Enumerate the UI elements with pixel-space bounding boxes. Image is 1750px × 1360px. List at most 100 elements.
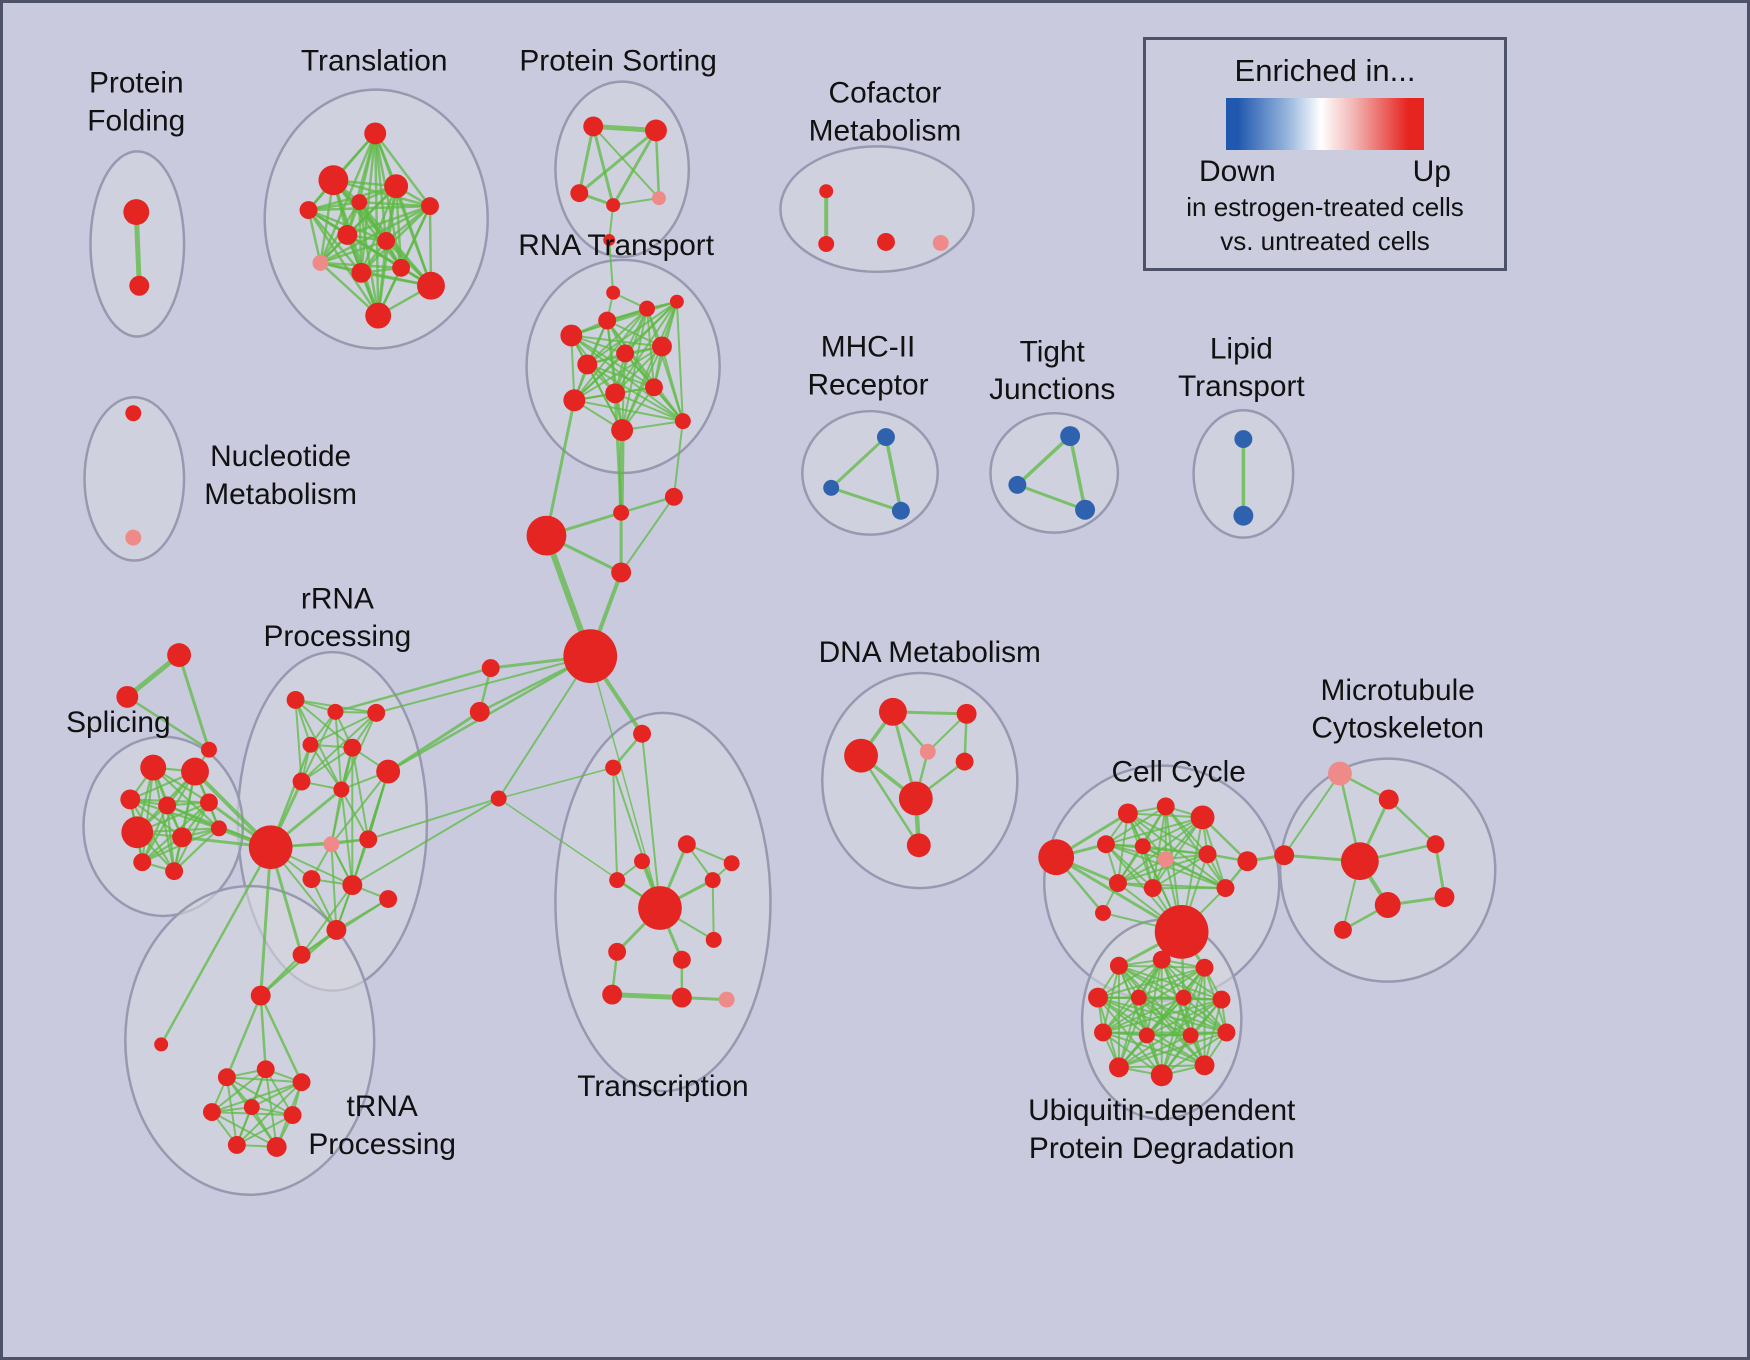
gene-set-node-D3 bbox=[844, 738, 878, 773]
gene-set-node-CC4 bbox=[1190, 805, 1215, 830]
gene-set-node-U2 bbox=[1152, 950, 1171, 969]
network-edge bbox=[307, 204, 432, 212]
gene-set-node-T7 bbox=[337, 225, 358, 245]
network-edge bbox=[1151, 853, 1209, 890]
gene-set-node-T1 bbox=[364, 122, 387, 145]
gene-set-node-CC8 bbox=[1198, 845, 1217, 864]
gene-set-node-U9 bbox=[1138, 1027, 1155, 1044]
gene-set-node-X14 bbox=[718, 991, 735, 1008]
gene-set-node-D6 bbox=[898, 781, 933, 816]
cluster-label-splicing: Splicing bbox=[66, 706, 171, 739]
network-edge bbox=[259, 845, 273, 998]
gene-set-node-U1 bbox=[1109, 956, 1128, 975]
gene-set-node-X7 bbox=[704, 872, 721, 889]
gene-set-node-C5 bbox=[481, 659, 500, 678]
network-edge bbox=[591, 124, 615, 207]
gene-set-node-CC9 bbox=[1237, 851, 1258, 872]
network-edge bbox=[300, 710, 337, 783]
gene-set-node-R15 bbox=[326, 919, 347, 940]
network-edge bbox=[606, 319, 684, 423]
gene-set-node-R10 bbox=[323, 836, 340, 853]
network-edge bbox=[884, 435, 903, 513]
network-edge bbox=[1117, 1034, 1192, 1069]
network-edge bbox=[259, 994, 267, 1071]
gene-set-node-CC5 bbox=[1097, 835, 1115, 854]
gene-set-node-X4 bbox=[634, 853, 650, 870]
network-edge bbox=[334, 666, 492, 714]
gene-set-node-T2 bbox=[318, 165, 349, 196]
gene-set-node-RT6 bbox=[616, 344, 635, 363]
gene-set-node-CC14 bbox=[1095, 905, 1111, 921]
cluster-label-rna-transport: RNA Transport bbox=[518, 229, 715, 262]
gene-set-node-U14 bbox=[1194, 1055, 1215, 1076]
gene-set-node-RT11 bbox=[611, 419, 634, 442]
gene-set-node-X5 bbox=[638, 886, 682, 930]
gene-set-node-CC6 bbox=[1134, 838, 1151, 855]
network-edge bbox=[1104, 843, 1167, 861]
network-edge bbox=[1116, 853, 1209, 885]
gene-set-node-RT7 bbox=[651, 336, 672, 357]
gene-set-node-S2 bbox=[181, 757, 209, 786]
gene-set-node-TR7 bbox=[283, 1106, 302, 1125]
gene-set-node-CC12 bbox=[1154, 905, 1209, 959]
network-edge bbox=[829, 486, 903, 513]
network-edge bbox=[619, 495, 676, 514]
network-edge bbox=[330, 770, 390, 846]
network-edge bbox=[1101, 996, 1185, 1034]
network-edge bbox=[1015, 483, 1087, 512]
gene-set-node-CC7 bbox=[1157, 851, 1174, 868]
network-edge bbox=[394, 184, 433, 287]
network-edge bbox=[340, 788, 370, 841]
gene-set-node-R11 bbox=[359, 830, 378, 849]
legend-gradient-bar bbox=[1226, 98, 1424, 150]
network-edge bbox=[346, 132, 377, 237]
cluster-ellipse-nucleotide-metabolism bbox=[83, 396, 186, 562]
gene-set-node-RT9 bbox=[605, 383, 626, 404]
gene-set-node-S3 bbox=[120, 789, 141, 810]
network-edge bbox=[1137, 966, 1206, 999]
gene-set-node-TR2 bbox=[217, 1068, 236, 1087]
gene-set-node-TR8 bbox=[227, 1135, 246, 1154]
network-edge bbox=[1101, 998, 1223, 1034]
gene-set-node-R4 bbox=[302, 736, 319, 753]
network-edge bbox=[1101, 966, 1206, 1034]
network-edge bbox=[544, 398, 576, 538]
gene-set-node-X13 bbox=[671, 987, 692, 1008]
network-edge bbox=[577, 124, 595, 195]
network-edge bbox=[210, 1068, 267, 1114]
gene-set-node-X3 bbox=[677, 835, 696, 854]
gene-set-node-U7 bbox=[1212, 990, 1231, 1009]
network-edge bbox=[1137, 996, 1228, 1034]
gene-set-node-TR4 bbox=[292, 1073, 311, 1092]
gene-set-node-R2 bbox=[327, 703, 344, 720]
gene-set-node-T10 bbox=[351, 262, 372, 283]
network-edge bbox=[620, 495, 675, 574]
gene-set-node-CC1 bbox=[1038, 839, 1075, 876]
gene-set-node-MC1 bbox=[1327, 761, 1352, 786]
network-edge bbox=[1160, 958, 1223, 1001]
network-edge bbox=[351, 797, 500, 887]
network-edge bbox=[577, 128, 658, 195]
network-edge bbox=[612, 197, 660, 207]
gene-set-node-RT4 bbox=[669, 294, 684, 309]
gene-set-node-CM1 bbox=[819, 184, 834, 199]
gene-set-node-CC10 bbox=[1108, 874, 1127, 893]
network-edge bbox=[367, 797, 500, 841]
gene-set-node-CN1 bbox=[490, 790, 507, 807]
gene-set-node-R12 bbox=[302, 870, 321, 889]
network-edge bbox=[152, 766, 221, 830]
gene-set-node-C2 bbox=[613, 504, 630, 521]
gene-set-node-TR6 bbox=[243, 1099, 260, 1116]
gene-set-node-R16 bbox=[292, 945, 311, 964]
gene-set-node-TJ3 bbox=[1075, 499, 1096, 520]
network-edge bbox=[586, 307, 649, 366]
network-edge bbox=[612, 766, 619, 882]
network-edge bbox=[1141, 845, 1209, 856]
gene-set-node-X1 bbox=[633, 724, 651, 743]
